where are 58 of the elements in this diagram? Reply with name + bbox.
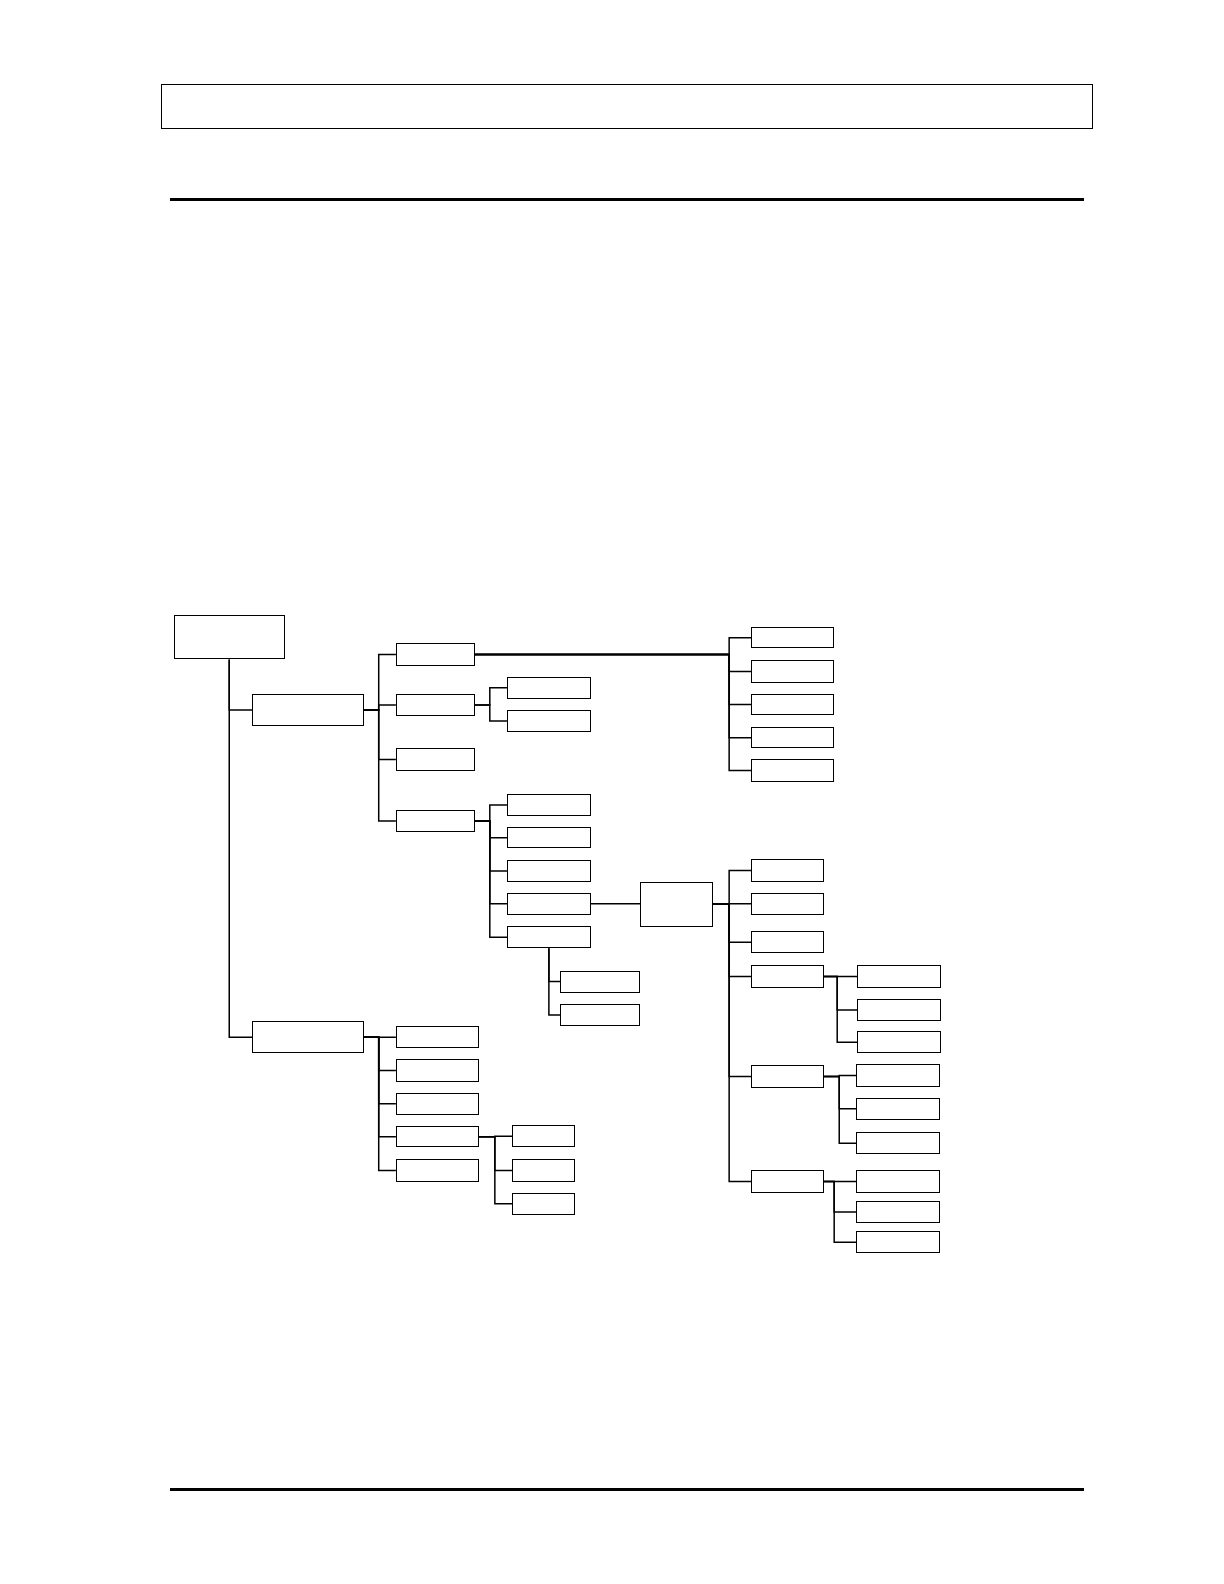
empty-box (395, 809, 475, 833)
empty-box (506, 827, 591, 849)
connector-line (473, 653, 753, 772)
connector-line (823, 975, 859, 1043)
empty-box (395, 693, 475, 716)
empty-box (751, 965, 825, 988)
empty-box (512, 1192, 575, 1215)
empty-box (506, 926, 591, 949)
empty-box (395, 748, 475, 771)
empty-box (395, 1026, 479, 1049)
empty-box (506, 709, 591, 733)
empty-box (856, 1170, 941, 1193)
empty-box (751, 931, 825, 954)
connector-line (823, 1075, 858, 1144)
empty-box (856, 1132, 941, 1155)
empty-box (751, 859, 825, 882)
empty-box (506, 860, 591, 882)
connector-line (228, 658, 254, 1038)
empty-box (395, 1092, 479, 1115)
empty-box (751, 1065, 825, 1088)
empty-box (395, 1126, 479, 1148)
connector-line (473, 704, 508, 722)
empty-box (857, 965, 942, 988)
empty-box (751, 1170, 825, 1193)
empty-box (751, 660, 835, 683)
connector-line (362, 709, 397, 822)
empty-box (857, 1031, 942, 1054)
empty-box (506, 793, 591, 816)
empty-box (751, 759, 835, 782)
empty-box (512, 1159, 575, 1182)
empty-box (751, 693, 835, 715)
empty-box (506, 676, 591, 699)
empty-box (252, 1021, 364, 1054)
empty-box (506, 892, 591, 915)
empty-box (751, 627, 835, 649)
empty-box (395, 1159, 479, 1182)
empty-box (512, 1125, 575, 1148)
connector-line (590, 903, 642, 906)
connector-line (362, 1036, 397, 1172)
connector-line (477, 1135, 513, 1205)
empty-box (856, 1200, 941, 1223)
connector-line (473, 820, 508, 938)
connector-line (712, 903, 753, 1183)
empty-box (640, 881, 713, 928)
empty-box (560, 1003, 641, 1027)
empty-box (856, 1064, 941, 1087)
empty-box (856, 1097, 941, 1120)
connector-line (548, 947, 562, 1016)
empty-box (173, 615, 285, 660)
empty-box (751, 892, 825, 915)
empty-box (560, 970, 641, 993)
empty-box (856, 1231, 941, 1254)
connector-line (823, 1180, 858, 1243)
empty-box (252, 693, 364, 727)
empty-box (857, 998, 942, 1021)
empty-box (751, 727, 835, 749)
empty-box (395, 643, 475, 666)
empty-box (395, 1059, 479, 1082)
